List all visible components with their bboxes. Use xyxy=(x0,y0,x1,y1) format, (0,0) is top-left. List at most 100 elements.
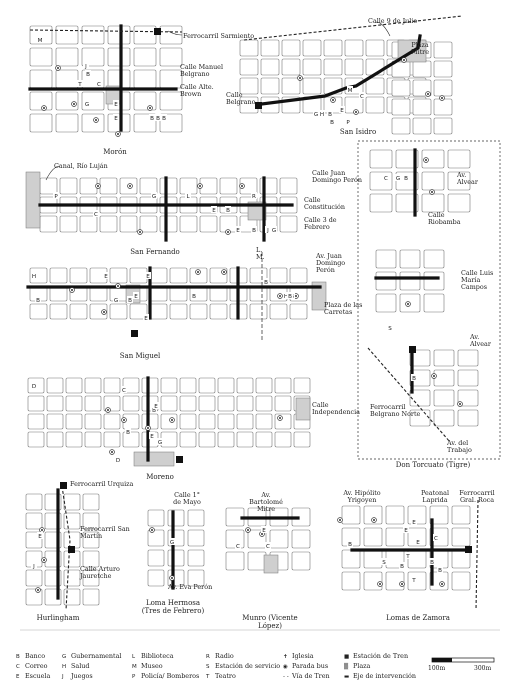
city-block xyxy=(65,413,83,430)
poi-bg xyxy=(347,540,353,547)
poi-marker: R xyxy=(252,194,256,200)
city-block xyxy=(451,505,471,525)
bus-stop-dot xyxy=(123,419,125,421)
city-block xyxy=(46,377,64,394)
city-block xyxy=(433,349,455,367)
poi-marker: M xyxy=(38,38,43,44)
poi-bg xyxy=(161,114,167,121)
city-block xyxy=(236,377,254,394)
poi-marker: C xyxy=(97,82,101,88)
city-block xyxy=(289,303,308,320)
poi-bg xyxy=(399,562,405,569)
street-label: Plaza Mitre xyxy=(411,41,429,56)
city-block xyxy=(323,58,343,76)
city-block xyxy=(189,267,208,284)
poi-marker: B xyxy=(192,294,196,300)
bus-stop-dot xyxy=(43,559,45,561)
city-block xyxy=(179,177,198,195)
poi-bg xyxy=(143,314,149,321)
poi-marker: E xyxy=(150,434,154,440)
city-block xyxy=(249,303,268,320)
city-block xyxy=(433,79,453,97)
city-block xyxy=(399,249,421,269)
city-block xyxy=(421,149,445,169)
city-block xyxy=(160,413,178,430)
city-block xyxy=(99,177,118,195)
city-block xyxy=(25,512,43,530)
street-label: Calle Luis María Campos xyxy=(461,269,494,291)
legend-label: Museo xyxy=(141,662,163,670)
city-block xyxy=(167,509,185,527)
poi-marker: B xyxy=(412,376,416,382)
bus-stop-dot xyxy=(241,185,243,187)
city-block xyxy=(260,77,280,95)
bus-stop-dot xyxy=(373,519,375,521)
poi-marker: B xyxy=(150,116,154,122)
bus-stop-dot xyxy=(407,303,409,305)
city-block xyxy=(269,303,288,320)
poi-marker: C xyxy=(236,544,240,550)
poi-marker: E xyxy=(154,404,158,410)
scale-bar-segment xyxy=(432,658,452,662)
city-block xyxy=(365,77,385,95)
poi-bg xyxy=(411,576,417,583)
bus-stop-dot xyxy=(401,583,403,585)
city-label: Hurlingham xyxy=(36,614,80,622)
city-label: San Miguel xyxy=(119,352,161,360)
legend-symbol: ▬ xyxy=(344,674,350,680)
city-block xyxy=(423,249,445,269)
street-label: Calle Arturo Jauretche xyxy=(80,565,120,580)
city-block xyxy=(147,549,165,567)
bus-stop-dot xyxy=(129,185,131,187)
poi-bg xyxy=(113,100,119,107)
poi-bg xyxy=(235,226,241,233)
bus-stop-dot xyxy=(459,403,461,405)
city-block xyxy=(139,177,158,195)
poi-bg xyxy=(84,100,90,107)
city-block xyxy=(274,395,292,412)
city-block xyxy=(423,293,445,313)
poi-bg xyxy=(345,118,351,125)
poi-marker: B xyxy=(430,560,434,566)
city-block xyxy=(274,377,292,394)
city-block xyxy=(25,493,43,511)
city-block xyxy=(179,215,198,233)
city-block xyxy=(129,303,148,320)
poi-marker: B xyxy=(156,116,160,122)
legend-label: Juegos xyxy=(71,672,93,680)
poi-bg xyxy=(327,110,333,117)
street-label: Av. Juan Domingo Perón xyxy=(316,252,346,274)
legend-label: Radio xyxy=(215,652,234,660)
legend-symbol: L xyxy=(132,654,136,660)
street-label: Calle 1° de Mayo xyxy=(173,491,201,506)
poi-bg xyxy=(411,374,417,381)
city-block xyxy=(103,413,121,430)
city-block xyxy=(55,25,79,45)
poi-marker: G xyxy=(314,112,318,118)
city-block xyxy=(119,215,138,233)
city-block xyxy=(302,58,322,76)
poi-bg xyxy=(405,552,411,559)
city-block xyxy=(447,149,471,169)
city-block xyxy=(25,588,43,606)
bus-stop-dot xyxy=(197,271,199,273)
legend-symbol: ✝ xyxy=(283,654,288,660)
city-block xyxy=(159,177,178,195)
bus-stop-dot xyxy=(227,231,229,233)
city-block xyxy=(385,505,405,525)
city-block xyxy=(69,303,88,320)
city-block xyxy=(375,249,397,269)
poi-marker: B xyxy=(36,298,40,304)
poi-marker: E xyxy=(416,540,420,546)
poi-marker: C xyxy=(122,388,126,394)
poi-bg xyxy=(251,192,257,199)
city-label: Lomas de Zamora xyxy=(386,614,450,622)
city-block xyxy=(187,529,205,547)
city-block xyxy=(279,215,298,233)
city-block xyxy=(363,505,383,525)
legend-item: ■Estación de Tren xyxy=(344,652,408,661)
plaza-block xyxy=(295,397,311,421)
